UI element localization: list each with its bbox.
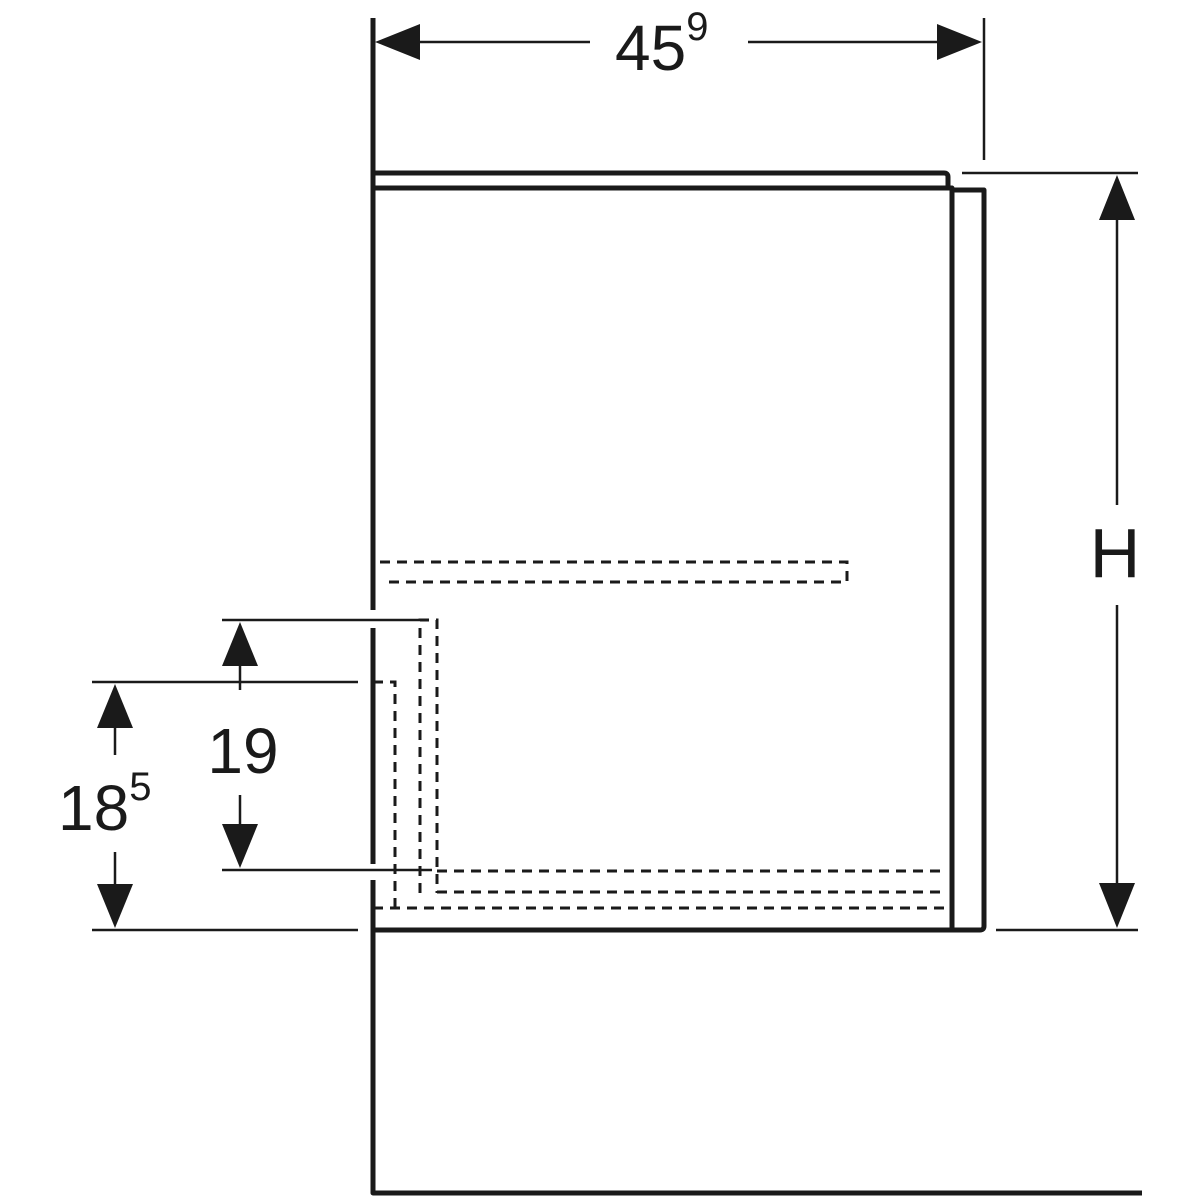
arrow-up-icon [1099, 175, 1135, 220]
hidden-drawer-outer [373, 680, 945, 910]
height-label: H [1090, 514, 1141, 592]
arrow-up-icon [97, 684, 133, 728]
hidden-drawer-inner [418, 618, 945, 894]
width-dimension: 459 [375, 5, 986, 160]
arrow-up-icon [222, 622, 258, 666]
cabinet-top-panel [373, 170, 951, 188]
height-dimension: H [962, 171, 1141, 932]
arrow-down-icon [1099, 883, 1135, 928]
arrow-left-icon [375, 24, 420, 60]
lower-offset-dimension: 185 [58, 680, 358, 932]
arrow-right-icon [937, 24, 982, 60]
cutout-label: 19 [207, 715, 278, 787]
cabinet-door-front [952, 187, 987, 933]
arrow-down-icon [222, 824, 258, 868]
lower-offset-label: 185 [58, 765, 151, 844]
arrow-down-icon [97, 884, 133, 928]
width-label: 459 [615, 5, 708, 84]
cabinet-body [373, 185, 955, 933]
wall-line [370, 18, 1142, 1196]
cutout-dimension: 19 [207, 618, 432, 872]
hidden-shelf [380, 560, 849, 584]
